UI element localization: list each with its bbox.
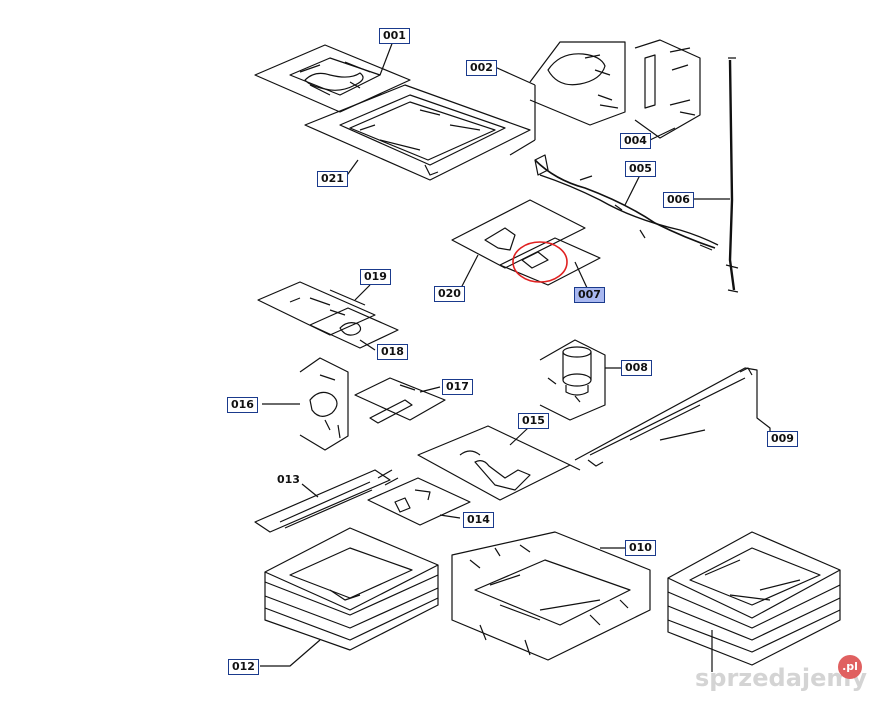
label-020: 020 bbox=[434, 286, 465, 302]
part-002-drawing bbox=[494, 41, 626, 156]
watermark-badge: .pl bbox=[838, 655, 862, 679]
part-014-drawing bbox=[367, 477, 471, 526]
part-020-drawing bbox=[451, 199, 601, 291]
part-010-drawing bbox=[451, 531, 651, 661]
label-010: 010 bbox=[625, 540, 656, 556]
part-006-drawing bbox=[692, 57, 739, 293]
part-004-drawing bbox=[634, 39, 701, 141]
label-019: 019 bbox=[360, 269, 391, 285]
label-021: 021 bbox=[317, 171, 348, 187]
label-015: 015 bbox=[518, 413, 549, 429]
label-008: 008 bbox=[621, 360, 652, 376]
part-013-drawing bbox=[254, 469, 399, 533]
part-009-drawing bbox=[574, 367, 771, 467]
part-021-drawing bbox=[304, 84, 531, 181]
part-019-drawing bbox=[257, 281, 399, 351]
part-005-drawing bbox=[534, 154, 719, 251]
part-001-drawing bbox=[254, 40, 411, 113]
label-004: 004 bbox=[620, 133, 651, 149]
part-assembly-right-drawing bbox=[667, 531, 841, 672]
part-015-drawing bbox=[417, 425, 581, 501]
label-017: 017 bbox=[442, 379, 473, 395]
label-002: 002 bbox=[466, 60, 497, 76]
part-016-drawing bbox=[262, 357, 349, 451]
label-012: 012 bbox=[228, 659, 259, 675]
label-001: 001 bbox=[379, 28, 410, 44]
label-014: 014 bbox=[463, 512, 494, 528]
part-008-drawing bbox=[539, 339, 622, 421]
label-013: 013 bbox=[277, 473, 300, 486]
label-016: 016 bbox=[227, 397, 258, 413]
part-017-drawing bbox=[354, 377, 446, 424]
label-018: 018 bbox=[377, 344, 408, 360]
label-007: 007 bbox=[574, 287, 605, 303]
label-009: 009 bbox=[767, 431, 798, 447]
highlight-circle bbox=[512, 241, 568, 283]
label-005: 005 bbox=[625, 161, 656, 177]
label-006: 006 bbox=[663, 192, 694, 208]
part-012-drawing bbox=[260, 527, 439, 667]
